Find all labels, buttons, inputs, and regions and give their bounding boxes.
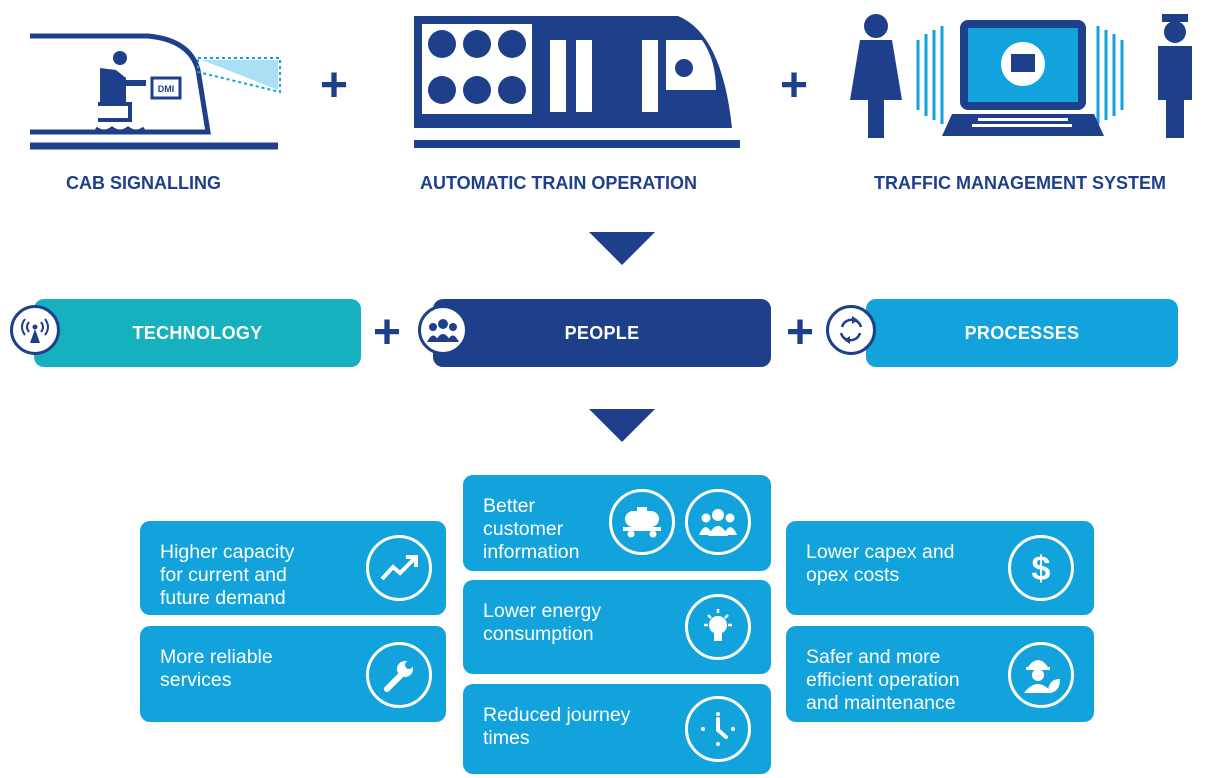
benefit-text: Better customer information	[483, 495, 580, 563]
cab-signalling-icon: DMI	[30, 33, 281, 150]
plus-sign: +	[373, 306, 402, 359]
pillar-processes-label: PROCESSES	[964, 322, 1080, 343]
plus-sign: +	[780, 59, 809, 112]
benefit-card-customer-information: Better customer information	[463, 475, 771, 571]
dmi-label: DMI	[158, 84, 175, 94]
wrench-icon	[366, 642, 432, 708]
cycle-arrows-icon	[826, 305, 876, 355]
benefit-card-reliable-services: More reliable services	[140, 626, 446, 722]
pillar-processes: PROCESSES	[866, 299, 1178, 367]
benefit-text: Reduced journey times	[483, 704, 631, 749]
wireless-antenna-icon	[10, 305, 60, 355]
down-arrow-1	[589, 232, 655, 265]
lightbulb-icon	[685, 594, 751, 660]
benefit-card-higher-capacity: Higher capacity for current and future d…	[140, 521, 446, 615]
worker-leaf-icon	[1008, 642, 1074, 708]
down-arrow-2	[589, 409, 655, 442]
pillar-technology-label: TECHNOLOGY	[132, 322, 263, 343]
trend-up-icon	[366, 535, 432, 601]
pillar-people-label: PEOPLE	[564, 322, 640, 343]
label-automatic-train-operation: AUTOMATIC TRAIN OPERATION	[420, 173, 697, 193]
plus-sign: +	[786, 306, 815, 359]
tank-wagon-icon	[609, 489, 675, 555]
benefit-text: Lower capex and opex costs	[806, 541, 955, 586]
pillar-people: PEOPLE	[433, 299, 771, 367]
benefit-text: More reliable services	[160, 646, 273, 691]
benefit-card-lower-costs: Lower capex and opex costs $	[786, 521, 1094, 615]
plus-sign: +	[320, 59, 349, 112]
benefit-card-reduced-journey: Reduced journey times	[463, 684, 771, 774]
benefit-text: Safer and more efficient operation and m…	[806, 646, 960, 714]
benefit-text: Higher capacity for current and future d…	[160, 541, 295, 609]
svg-text:$: $	[1032, 550, 1051, 588]
label-cab-signalling: CAB SIGNALLING	[66, 173, 221, 193]
benefit-text: Lower energy consumption	[483, 600, 602, 645]
benefit-card-lower-energy: Lower energy consumption	[463, 580, 771, 674]
train-icon	[414, 16, 740, 148]
people-icon	[685, 489, 751, 555]
people-group-icon	[418, 305, 468, 355]
dollar-icon: $	[1008, 535, 1074, 601]
benefit-card-safer-operation: Safer and more efficient operation and m…	[786, 626, 1094, 722]
traffic-management-icon	[850, 14, 1192, 138]
pillar-technology: TECHNOLOGY	[34, 299, 361, 367]
clock-icon	[685, 696, 751, 762]
label-traffic-management-system: TRAFFIC MANAGEMENT SYSTEM	[874, 173, 1166, 193]
